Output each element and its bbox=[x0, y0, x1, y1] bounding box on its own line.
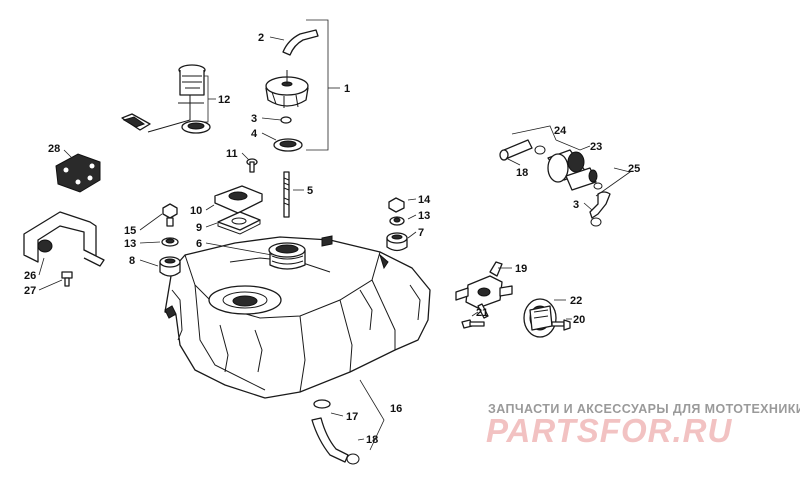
filler-neck bbox=[268, 242, 306, 270]
callout-12: 12 bbox=[218, 94, 230, 106]
callout-28: 28 bbox=[48, 143, 60, 155]
callout-13b: 13 bbox=[418, 210, 430, 222]
stud bbox=[283, 171, 290, 218]
washer bbox=[280, 116, 292, 124]
callout-1: 1 bbox=[344, 83, 350, 95]
mount-plate bbox=[55, 153, 101, 193]
fuel-cap bbox=[265, 70, 309, 108]
callout-10: 10 bbox=[190, 205, 202, 217]
callout-labels: 1 2 3 4 11 5 10 9 6 12 28 15 13 8 26 27 … bbox=[24, 32, 640, 446]
callout-19: 19 bbox=[515, 263, 527, 275]
callout-11: 11 bbox=[226, 148, 238, 160]
valve-knob bbox=[523, 298, 571, 338]
screw bbox=[246, 158, 258, 173]
callout-8: 8 bbox=[129, 255, 135, 267]
callout-25: 25 bbox=[628, 163, 640, 175]
callout-26: 26 bbox=[24, 270, 36, 282]
watermark-logo: PARTSFOR.RU bbox=[486, 412, 733, 449]
fuel-valve bbox=[455, 261, 513, 329]
fuel-tank bbox=[164, 235, 431, 399]
callout-3: 3 bbox=[251, 113, 257, 125]
fuel-line bbox=[311, 399, 360, 465]
callout-16: 16 bbox=[390, 403, 402, 415]
callout-27: 27 bbox=[24, 285, 36, 297]
callout-5: 5 bbox=[307, 185, 313, 197]
callout-6: 6 bbox=[196, 238, 202, 250]
callout-4: 4 bbox=[251, 128, 258, 140]
vent-hose bbox=[282, 29, 319, 56]
callout-18b: 18 bbox=[516, 167, 528, 179]
callout-20: 20 bbox=[573, 314, 585, 326]
watermark-tagline: ЗАПЧАСТИ И АКСЕССУАРЫ ДЛЯ МОТОТЕХНИКИ bbox=[488, 402, 800, 416]
callout-17: 17 bbox=[346, 411, 358, 423]
callout-9: 9 bbox=[196, 222, 202, 234]
fuel-filter-assembly bbox=[499, 139, 611, 227]
callout-13: 13 bbox=[124, 238, 136, 250]
mount-rubber bbox=[214, 185, 263, 214]
mount-pad bbox=[217, 211, 261, 235]
callout-23: 23 bbox=[590, 141, 602, 153]
tank-bracket bbox=[23, 211, 105, 267]
right-mount-hardware bbox=[386, 197, 408, 252]
left-mount-hardware bbox=[159, 203, 181, 277]
leader-lines bbox=[38, 19, 631, 451]
callout-3b: 3 bbox=[573, 199, 579, 211]
callout-21: 21 bbox=[476, 307, 488, 319]
callout-7: 7 bbox=[418, 227, 424, 239]
callout-22: 22 bbox=[570, 295, 582, 307]
callout-24: 24 bbox=[554, 125, 567, 137]
cap-gasket bbox=[273, 138, 303, 152]
fuel-sender bbox=[121, 64, 211, 134]
callout-14: 14 bbox=[418, 194, 431, 206]
bolt bbox=[61, 271, 73, 287]
callout-18: 18 bbox=[366, 434, 378, 446]
callout-2: 2 bbox=[258, 32, 264, 44]
callout-15: 15 bbox=[124, 225, 136, 237]
